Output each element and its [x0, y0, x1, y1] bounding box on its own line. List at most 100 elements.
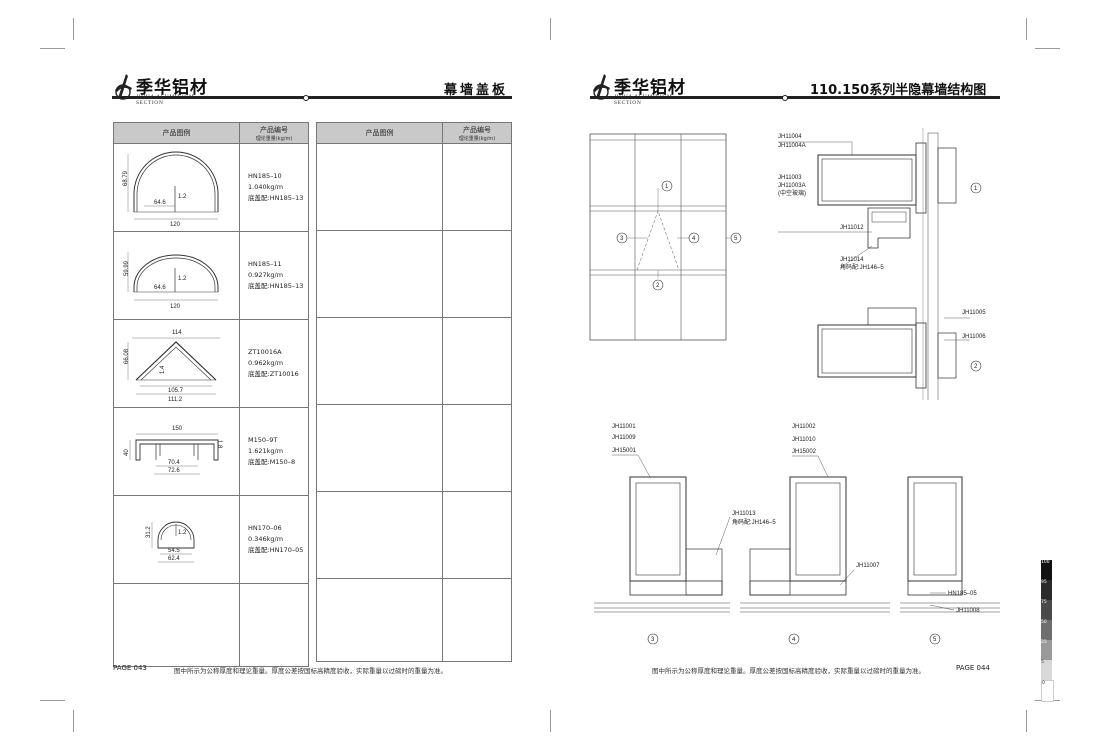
part-label: JH11009 [612, 435, 636, 441]
logo-mark-icon [593, 74, 610, 100]
marker-label: 1 [974, 186, 978, 192]
product-weight: 0.346kg/m [248, 535, 284, 543]
part-label: JH11014 [840, 257, 864, 263]
logo-mark-icon [115, 74, 132, 100]
dim-label: 120 [170, 222, 181, 228]
swatch-95: 95 [1041, 580, 1052, 600]
dim-label: 70.4 [168, 460, 180, 466]
product-match: 底盖配:HN185–13 [248, 282, 304, 290]
callout-marker [970, 360, 982, 372]
marker-label: 3 [620, 236, 624, 242]
swatch-50: 50 [1041, 620, 1052, 640]
swatch-label: 0 [1042, 681, 1045, 686]
marker-label: 1 [665, 184, 669, 190]
brand-logo-right: 季华铝材 JIHUA ALUMINIUM SECTION [590, 70, 700, 106]
crop-mark [550, 710, 551, 732]
crop-mark [1026, 710, 1027, 732]
header-rule [112, 96, 512, 99]
product-code: ZT10016A [248, 348, 282, 356]
callout-marker [616, 232, 628, 244]
callout-marker [647, 633, 659, 645]
product-match: 底盖配:HN170–05 [248, 546, 304, 554]
product-info: HN170–06 0.346kg/m 底盖配:HN170–05 [239, 495, 309, 584]
curtain-wall-elevation: 1 2 3 4 5 [589, 133, 742, 341]
crop-mark [1026, 18, 1027, 40]
part-label: JH11004 [778, 134, 802, 140]
dim-label: 114 [172, 330, 182, 336]
dim-label: 64.6 [154, 285, 166, 291]
profile-drawing: 31.2 1.2 54.5 62.4 [113, 495, 240, 584]
part-label: JH11006 [962, 334, 986, 340]
profile-drawing: 59.99 1.2 64.6 120 [113, 231, 240, 320]
table-row: 150 40 1.8 70.4 72.6 M150–9T 1.621kg/m 底… [113, 407, 309, 496]
product-weight: 1.621kg/m [248, 447, 284, 455]
product-code: HN170–06 [248, 524, 282, 532]
crop-mark [40, 700, 65, 701]
dim-label: 40 [124, 449, 130, 456]
product-weight: 0.962kg/m [248, 359, 284, 367]
crop-mark [550, 18, 551, 40]
callout-marker [652, 279, 664, 291]
col-header-code: 产品编号 理论重量(kg/m) [441, 122, 513, 144]
swatch-label: 95 [1041, 580, 1047, 585]
col-header-code: 产品编号 理论重量(kg/m) [239, 122, 309, 144]
table-row-empty [316, 491, 513, 579]
table-row-empty [316, 578, 513, 662]
dim-label: 111.2 [168, 397, 183, 403]
part-label: JH11005 [962, 310, 986, 316]
part-label: (中空玻璃) [778, 189, 806, 197]
header-dot [303, 95, 309, 101]
part-label: JH11002 [792, 424, 816, 430]
dim-label: 1.8 [216, 440, 222, 449]
header-dot [782, 95, 788, 101]
header-rule [590, 96, 1000, 99]
dim-label: 105.7 [168, 388, 184, 394]
marker-label: 2 [974, 364, 978, 370]
callout-marker [788, 633, 800, 645]
product-info: M150–9T 1.621kg/m 底盖配:M150–8 [239, 407, 309, 496]
dim-label: 1.4 [160, 365, 166, 374]
dim-label: 62.4 [168, 556, 180, 562]
section-title: 幕墙盖板 [444, 83, 509, 98]
marker-label: 5 [933, 637, 937, 643]
section-title: 110.150系列半隐幕墙结构图 [810, 83, 987, 98]
dim-label: 54.5 [168, 548, 180, 554]
callout-marker [970, 182, 982, 194]
part-label: JH11007 [856, 563, 880, 569]
product-weight: 1.040kg/m [248, 183, 284, 191]
swatch-25: 25 [1041, 640, 1052, 660]
footnote: 图中所示为公称厚度和理论重量。厚度公差按国标高精度验收，实际重量以过磅时的重量为… [652, 667, 925, 675]
dim-label: 66.08 [124, 348, 130, 364]
product-match: 底盖配:HN185–13 [248, 194, 304, 202]
callout-marker [661, 180, 673, 192]
crop-mark [73, 710, 74, 732]
table-row: 59.99 1.2 64.6 120 HN185–11 0.927kg/m 底盖… [113, 231, 309, 320]
table-row-empty [113, 583, 309, 667]
dim-label: 1.2 [178, 276, 187, 282]
col-header-image: 产品图例 [113, 122, 240, 144]
table-row: 114 66.08 1.4 105.7 111.2 ZT10016A 0.962… [113, 319, 309, 408]
product-code: HN185–10 [248, 172, 282, 180]
marker-label: 2 [656, 283, 660, 289]
brand-logo-left: 季华铝材 JIHUA ALUMINIUM SECTION [112, 70, 222, 106]
table-row: 68.79 1.2 64.6 120 HN185–10 1.040kg/m 底盖… [113, 143, 309, 232]
callout-marker [688, 232, 700, 244]
part-label: JH11003 [778, 175, 802, 181]
dim-label: 64.6 [154, 200, 166, 206]
product-table-left-empty: 产品图例 产品编号 理论重量(kg/m) [316, 122, 513, 662]
dim-label: 150 [172, 426, 183, 432]
product-info: HN185–10 1.040kg/m 底盖配:HN185–13 [239, 143, 309, 232]
swatch-label: 100 [1041, 560, 1050, 565]
marker-label: 4 [692, 236, 696, 242]
crop-mark [1035, 48, 1060, 49]
product-info: HN185–11 0.927kg/m 底盖配:HN185–13 [239, 231, 309, 320]
table-row-empty [316, 317, 513, 405]
swatch-75: 75 [1041, 600, 1052, 620]
dim-label: 59.99 [124, 260, 130, 276]
product-match: 底盖配:ZT10016 [248, 370, 299, 378]
profile-drawing: 114 66.08 1.4 105.7 111.2 [113, 319, 240, 408]
table-header: 产品图例 产品编号 理论重量(kg/m) [113, 122, 309, 144]
col-header-weight: 理论重量(kg/m) [458, 135, 496, 142]
table-row: 31.2 1.2 54.5 62.4 HN170–06 0.346kg/m 底盖… [113, 495, 309, 584]
brand-name: 季华铝材 [614, 78, 686, 98]
